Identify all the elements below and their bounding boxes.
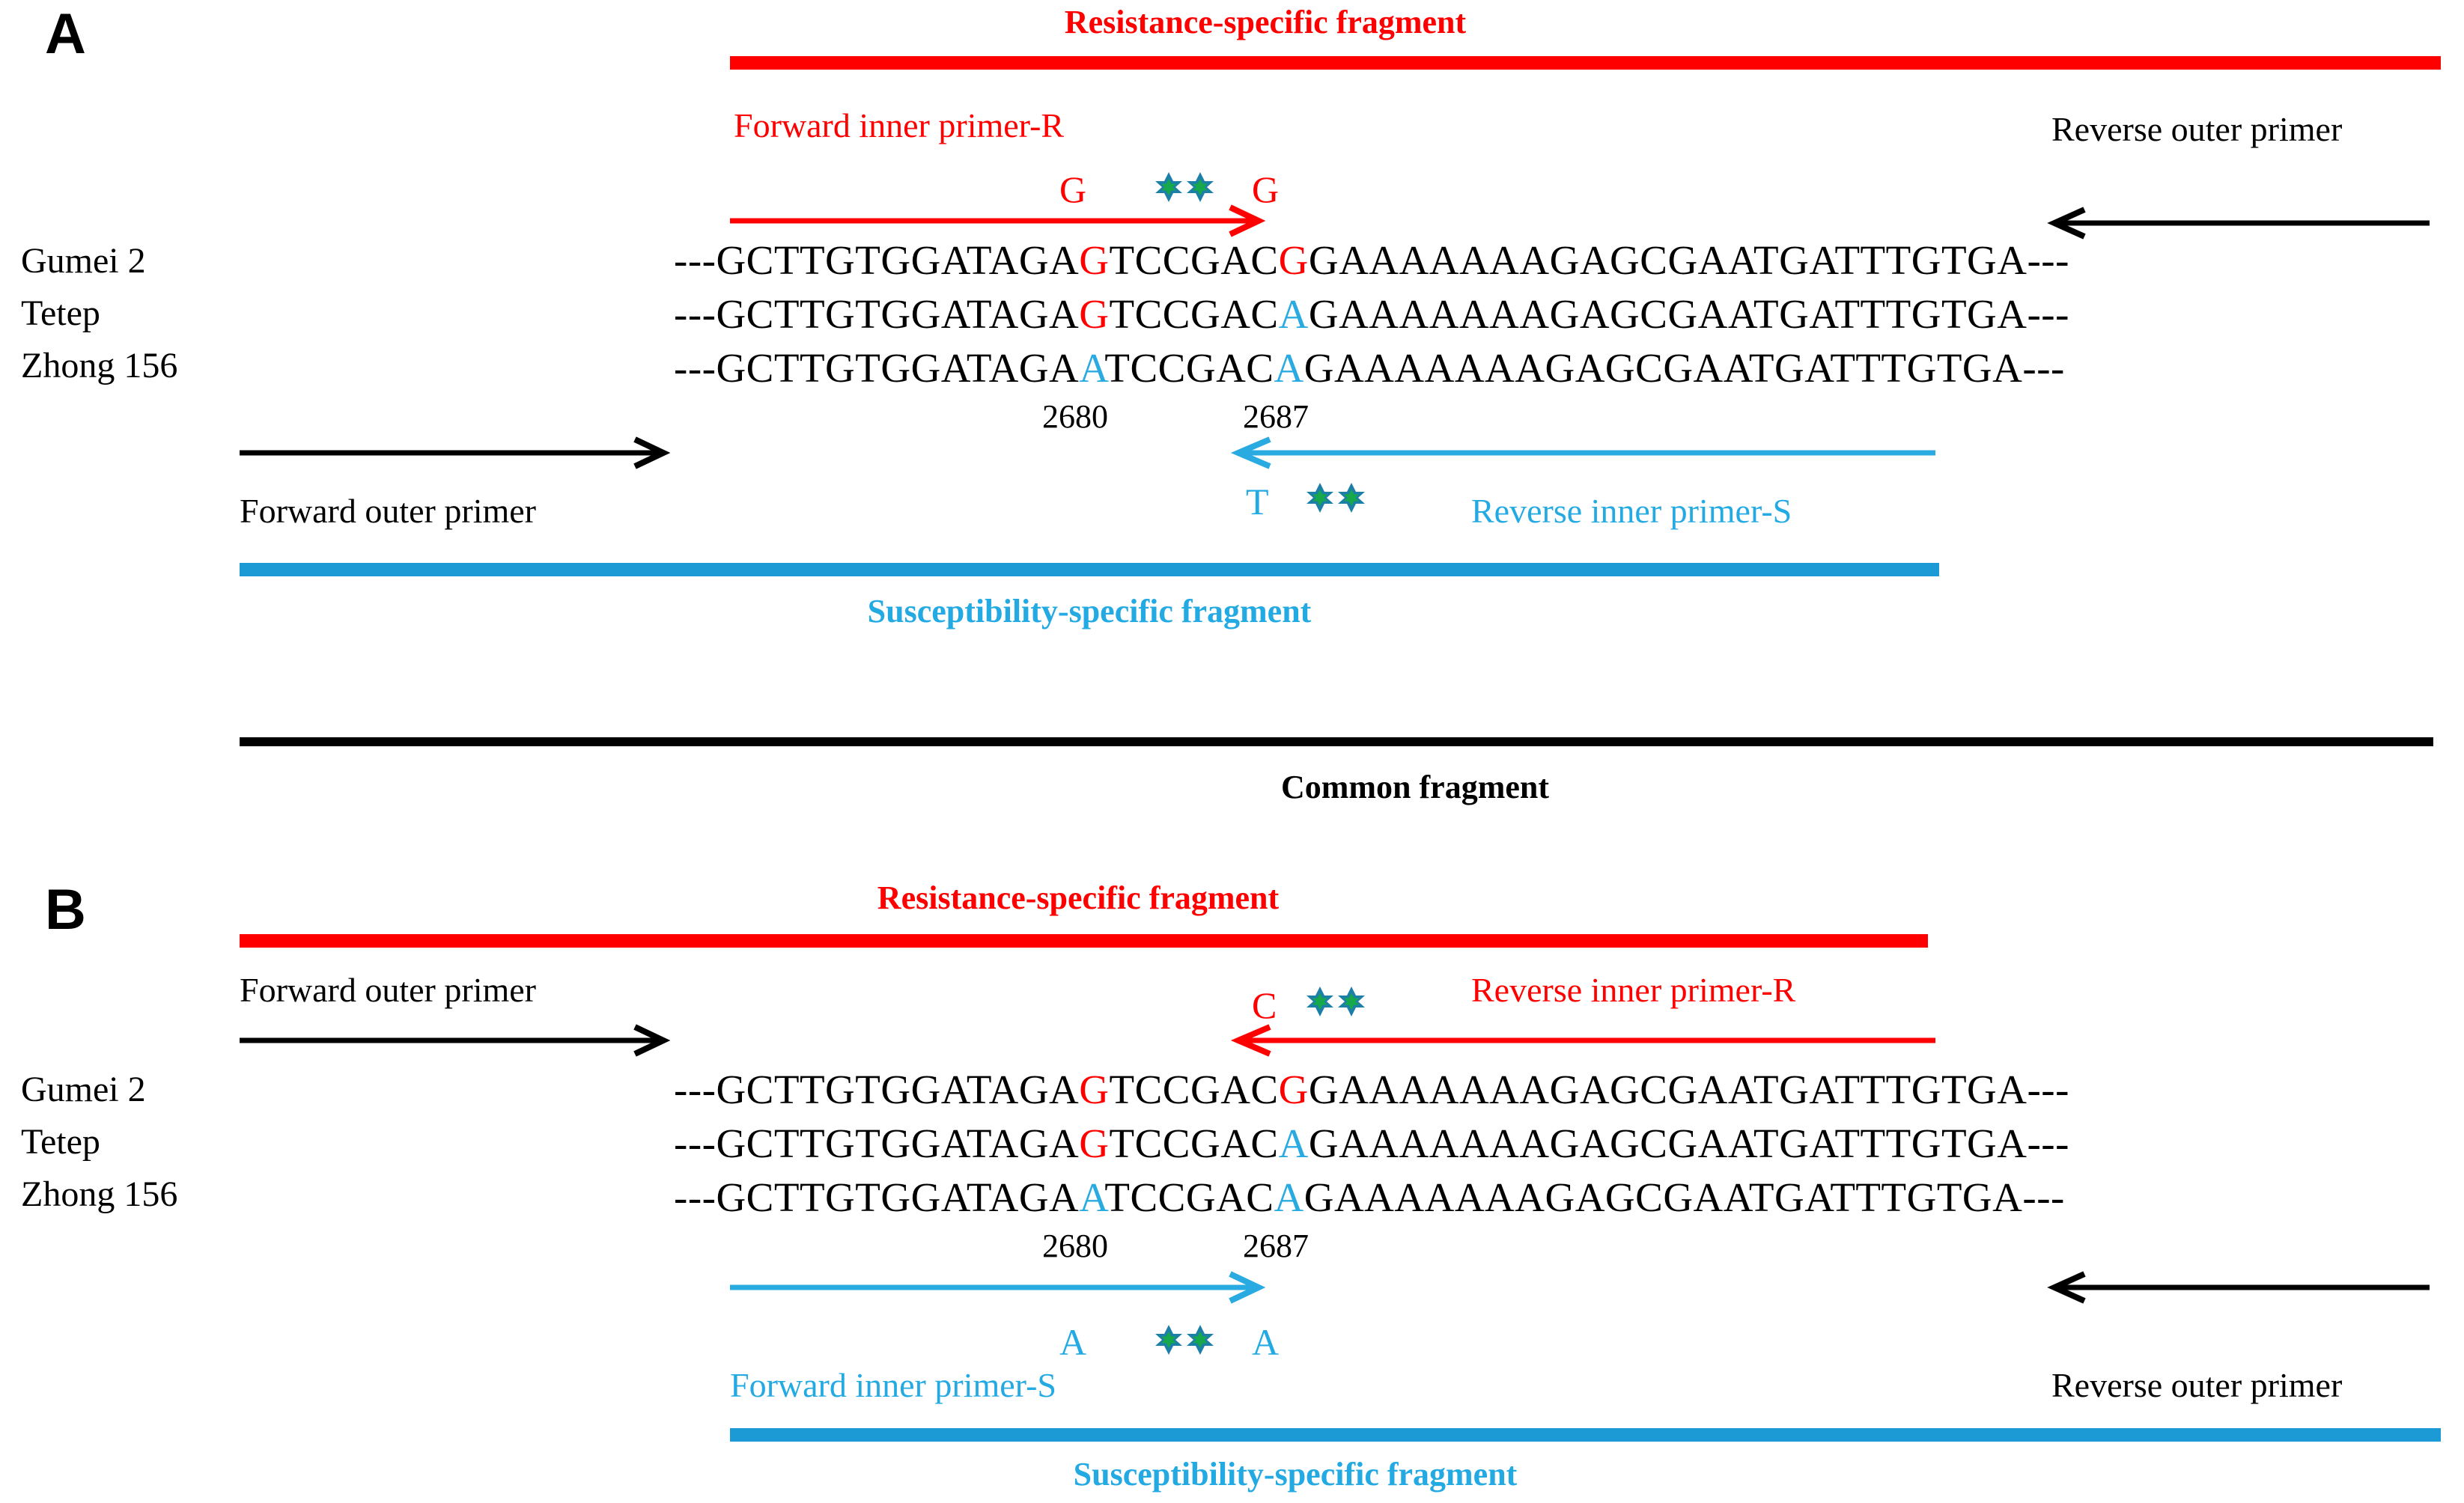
panel-b-coordinate-2687: 2687 (1243, 1228, 1309, 1264)
panel-b-forward-inner-primer-arrow (730, 1271, 1266, 1304)
panel-a-sequence-row-2: ---GCTTGTGGATAGAATCCGACAGAAAAAAAGAGCGAAT… (674, 345, 2065, 391)
panel-a-sequence-row-0: ---GCTTGTGGATAGAGTCCGACGGAAAAAAAGAGCGAAT… (674, 237, 2069, 283)
panel-a-reverse-inner-primer-arrow (1230, 436, 1935, 469)
six-point-star-icon (1338, 987, 1365, 1016)
panel-b-reverse-outer-primer-arrow (2047, 1271, 2430, 1304)
panel-a-letter: A (45, 2, 86, 66)
six-point-star-icon (1338, 483, 1365, 513)
panel-a-mismatch-base-bottom: T (1246, 481, 1269, 522)
six-point-star-icon (1306, 483, 1333, 513)
panel-a-seq-name-1: Tetep (21, 293, 100, 333)
panel-a-seq-name-2: Zhong 156 (21, 346, 178, 385)
panel-a-susceptibility-fragment-bar (240, 563, 1939, 576)
panel-a-forward-outer-primer-arrow (240, 436, 671, 469)
panel-a-reverse-outer-primer-label: Reverse outer primer (2051, 110, 2343, 148)
panel-a-common-fragment-bar (240, 737, 2433, 746)
panel-a-reverse-inner-primer-label: Reverse inner primer-S (1471, 492, 1792, 530)
panel-b-sequence-row-1: ---GCTTGTGGATAGAGTCCGACAGAAAAAAAGAGCGAAT… (674, 1121, 2069, 1166)
panel-a-forward-outer-primer-label: Forward outer primer (240, 492, 536, 530)
panel-b-forward-inner-primer-label: Forward inner primer-S (730, 1366, 1056, 1404)
panel-b-seq-name-2: Zhong 156 (21, 1174, 178, 1214)
panel-b-mismatch-base-top: C (1252, 984, 1277, 1026)
panel-b-seq-name-0: Gumei 2 (21, 1070, 146, 1109)
panel-b-reverse-outer-primer-label: Reverse outer primer (2051, 1366, 2343, 1404)
panel-b-sequence-row-2: ---GCTTGTGGATAGAATCCGACAGAAAAAAAGAGCGAAT… (674, 1174, 2065, 1220)
panel-b-reverse-inner-primer-label: Reverse inner primer-R (1471, 971, 1796, 1009)
panel-a-forward-inner-primer-label: Forward inner primer-R (734, 106, 1065, 144)
panel-b-resistance-fragment-bar (240, 934, 1928, 948)
panel-a-resistance-fragment-bar (730, 56, 2441, 70)
panel-a-resistance-fragment-label: Resistance-specific fragment (1064, 4, 1467, 40)
panel-a-bottom-star-group (1306, 483, 1365, 513)
panel-b-sequence-row-0: ---GCTTGTGGATAGAGTCCGACGGAAAAAAAGAGCGAAT… (674, 1067, 2069, 1112)
six-point-star-icon (1187, 1325, 1214, 1355)
panel-b-bottom-star-group (1155, 1325, 1214, 1355)
panel-b-forward-outer-primer-arrow (240, 1024, 671, 1057)
panel-a-mismatch-base-2680: G (1059, 168, 1087, 210)
panel-a-coordinate-2687: 2687 (1243, 398, 1309, 435)
panel-a-reverse-outer-primer-arrow (2047, 207, 2430, 240)
panel-b-letter: B (45, 878, 86, 942)
panel-a-mismatch-base-2687: G (1252, 168, 1280, 210)
six-point-star-icon (1187, 172, 1214, 202)
six-point-star-icon (1155, 1325, 1182, 1355)
panel-a-sequence-row-1: ---GCTTGTGGATAGAGTCCGACAGAAAAAAAGAGCGAAT… (674, 291, 2069, 337)
panel-b-coordinate-2680: 2680 (1042, 1228, 1108, 1264)
panel-b-susceptibility-fragment-label: Susceptibility-specific fragment (1073, 1456, 1518, 1493)
panel-a-top-star-group (1155, 172, 1214, 202)
panel-b-forward-outer-primer-label: Forward outer primer (240, 971, 536, 1009)
panel-a-common-fragment-label: Common fragment (1280, 769, 1550, 805)
panel-b-seq-name-1: Tetep (21, 1122, 100, 1162)
panel-a-forward-inner-primer-arrow (730, 204, 1266, 237)
panel-b-reverse-inner-primer-arrow (1230, 1024, 1935, 1057)
panel-b-mismatch-base-2680: A (1059, 1321, 1087, 1363)
six-point-star-icon (1306, 987, 1333, 1016)
panel-a-seq-name-0: Gumei 2 (21, 241, 146, 281)
panel-a-susceptibility-fragment-label: Susceptibility-specific fragment (867, 593, 1312, 629)
panel-b-mismatch-base-2687: A (1252, 1321, 1280, 1363)
panel-b-resistance-fragment-label: Resistance-specific fragment (877, 879, 1280, 916)
six-point-star-icon (1155, 172, 1182, 202)
panel-b-susceptibility-fragment-bar (730, 1428, 2441, 1442)
panel-b-top-star-group (1306, 987, 1365, 1016)
panel-a-coordinate-2680: 2680 (1042, 398, 1108, 435)
